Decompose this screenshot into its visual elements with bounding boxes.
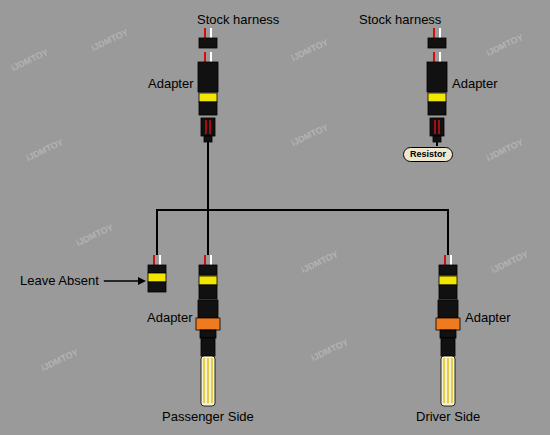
bulb-filament	[451, 358, 453, 403]
white-wire	[210, 52, 212, 62]
watermark: iJDMTOY	[300, 250, 340, 275]
red-wire	[204, 255, 206, 265]
adapter-band	[148, 273, 166, 282]
watermark: iJDMTOY	[75, 223, 115, 248]
adapter-band	[199, 93, 217, 102]
adapter-body	[439, 285, 457, 299]
watermark: iJDMTOY	[310, 338, 350, 363]
socket-tube	[204, 136, 212, 142]
bulb-filament	[203, 358, 205, 403]
resistor-pill: Resistor	[403, 147, 453, 162]
red-wire	[444, 255, 446, 265]
arrowhead	[138, 277, 146, 285]
bulb-base	[200, 330, 216, 338]
adapter-socket	[430, 118, 444, 136]
red-wire	[434, 120, 436, 134]
part-label: Adapter	[147, 311, 193, 326]
part-label: Leave Absent	[20, 274, 99, 289]
bulb-base	[201, 338, 215, 356]
watermark: iJDMTOY	[290, 38, 330, 63]
adapter-body	[198, 62, 218, 92]
part-label: Adapter	[452, 77, 498, 92]
adapter-body	[439, 265, 457, 275]
watermark: iJDMTOY	[25, 138, 65, 163]
watermark: iJDMTOY	[40, 348, 80, 373]
part-label: Passenger Side	[162, 410, 254, 425]
harness-plug	[428, 38, 446, 48]
harness-wire	[157, 210, 448, 255]
watermark: iJDMTOY	[485, 138, 525, 163]
resistor-lead	[436, 142, 438, 146]
adapter-band	[428, 93, 446, 102]
socket-tube	[433, 136, 441, 142]
part-label: Stock harness	[197, 13, 279, 28]
adapter-band	[439, 276, 457, 285]
leader-line	[104, 280, 144, 281]
adapter-body	[428, 102, 446, 115]
adapter-body	[148, 265, 166, 273]
white-wire	[439, 52, 441, 62]
adapter-band	[199, 276, 217, 285]
part-label: Driver Side	[416, 410, 480, 425]
adapter-band	[436, 318, 460, 330]
adapter-body	[148, 282, 166, 292]
part-label: Stock harness	[359, 13, 441, 28]
watermark: iJDMTOY	[485, 33, 525, 58]
bulb-filament	[207, 358, 209, 403]
bulb-filament	[443, 358, 445, 403]
red-wire	[433, 52, 435, 62]
node-text: Resistor	[410, 149, 446, 160]
bulb-filament	[447, 358, 449, 403]
adapter-body	[199, 265, 217, 275]
adapter-body	[427, 62, 447, 92]
white-wire	[159, 255, 161, 265]
adapter-band	[196, 318, 220, 330]
part-label: Adapter	[148, 77, 194, 92]
watermark: iJDMTOY	[90, 28, 130, 53]
watermark: iJDMTOY	[10, 48, 50, 73]
harness-plug	[199, 38, 217, 48]
red-wire	[438, 120, 440, 134]
bulb-glass	[441, 356, 455, 406]
red-wire	[204, 52, 206, 62]
harness-wire	[207, 142, 209, 255]
adapter-body	[198, 300, 218, 318]
red-wire	[209, 120, 211, 134]
watermark: iJDMTOY	[290, 123, 330, 148]
bulb-glass	[201, 356, 215, 406]
white-wire	[450, 255, 452, 265]
bulb-base	[441, 338, 455, 356]
adapter-socket	[201, 118, 215, 136]
bulb-filament	[211, 358, 213, 403]
part-label: Adapter	[465, 311, 511, 326]
watermark: iJDMTOY	[490, 250, 530, 275]
white-wire	[210, 255, 212, 265]
red-wire	[153, 255, 155, 265]
adapter-body	[438, 300, 458, 318]
red-wire	[205, 120, 207, 134]
adapter-body	[199, 285, 217, 299]
adapter-body	[199, 102, 217, 115]
bulb-base	[440, 330, 456, 338]
